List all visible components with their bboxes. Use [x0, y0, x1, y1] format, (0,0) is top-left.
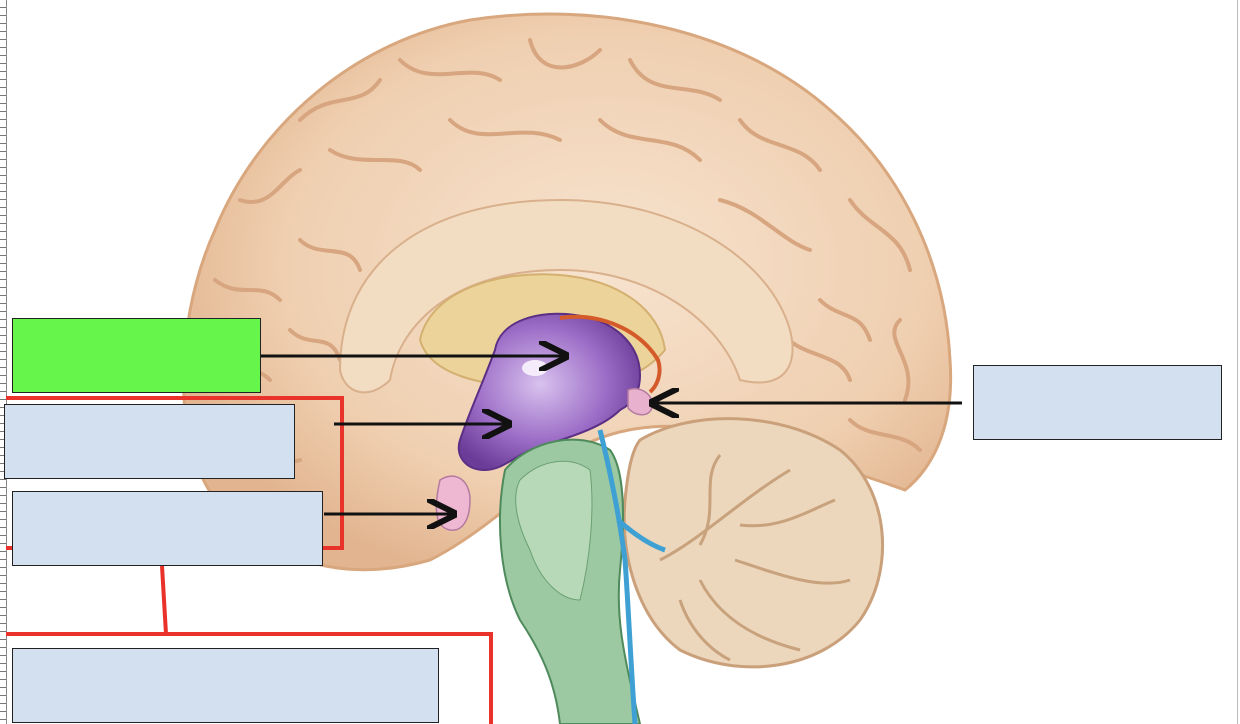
brainstem-inner — [515, 460, 593, 601]
ventricle-highlight — [522, 360, 548, 376]
label-box-bottom-group[interactable] — [12, 648, 439, 723]
corpus-callosum — [338, 198, 794, 394]
choroid-plexus — [559, 314, 662, 394]
left-ruler — [0, 0, 7, 724]
cerebral-aqueduct — [597, 429, 638, 724]
label-box-pineal[interactable] — [973, 365, 1222, 440]
page-edge — [1237, 0, 1238, 724]
cerebellum-shape — [622, 417, 884, 669]
fourth-ventricle — [616, 518, 666, 553]
label-box-lateral-ventricle[interactable] — [12, 318, 261, 393]
label-box-pituitary[interactable] — [12, 491, 323, 566]
leader-arrows — [261, 356, 962, 514]
arbor-vitae — [659, 454, 851, 662]
label-box-third-ventricle[interactable] — [4, 404, 295, 479]
pituitary-shape — [435, 475, 471, 531]
